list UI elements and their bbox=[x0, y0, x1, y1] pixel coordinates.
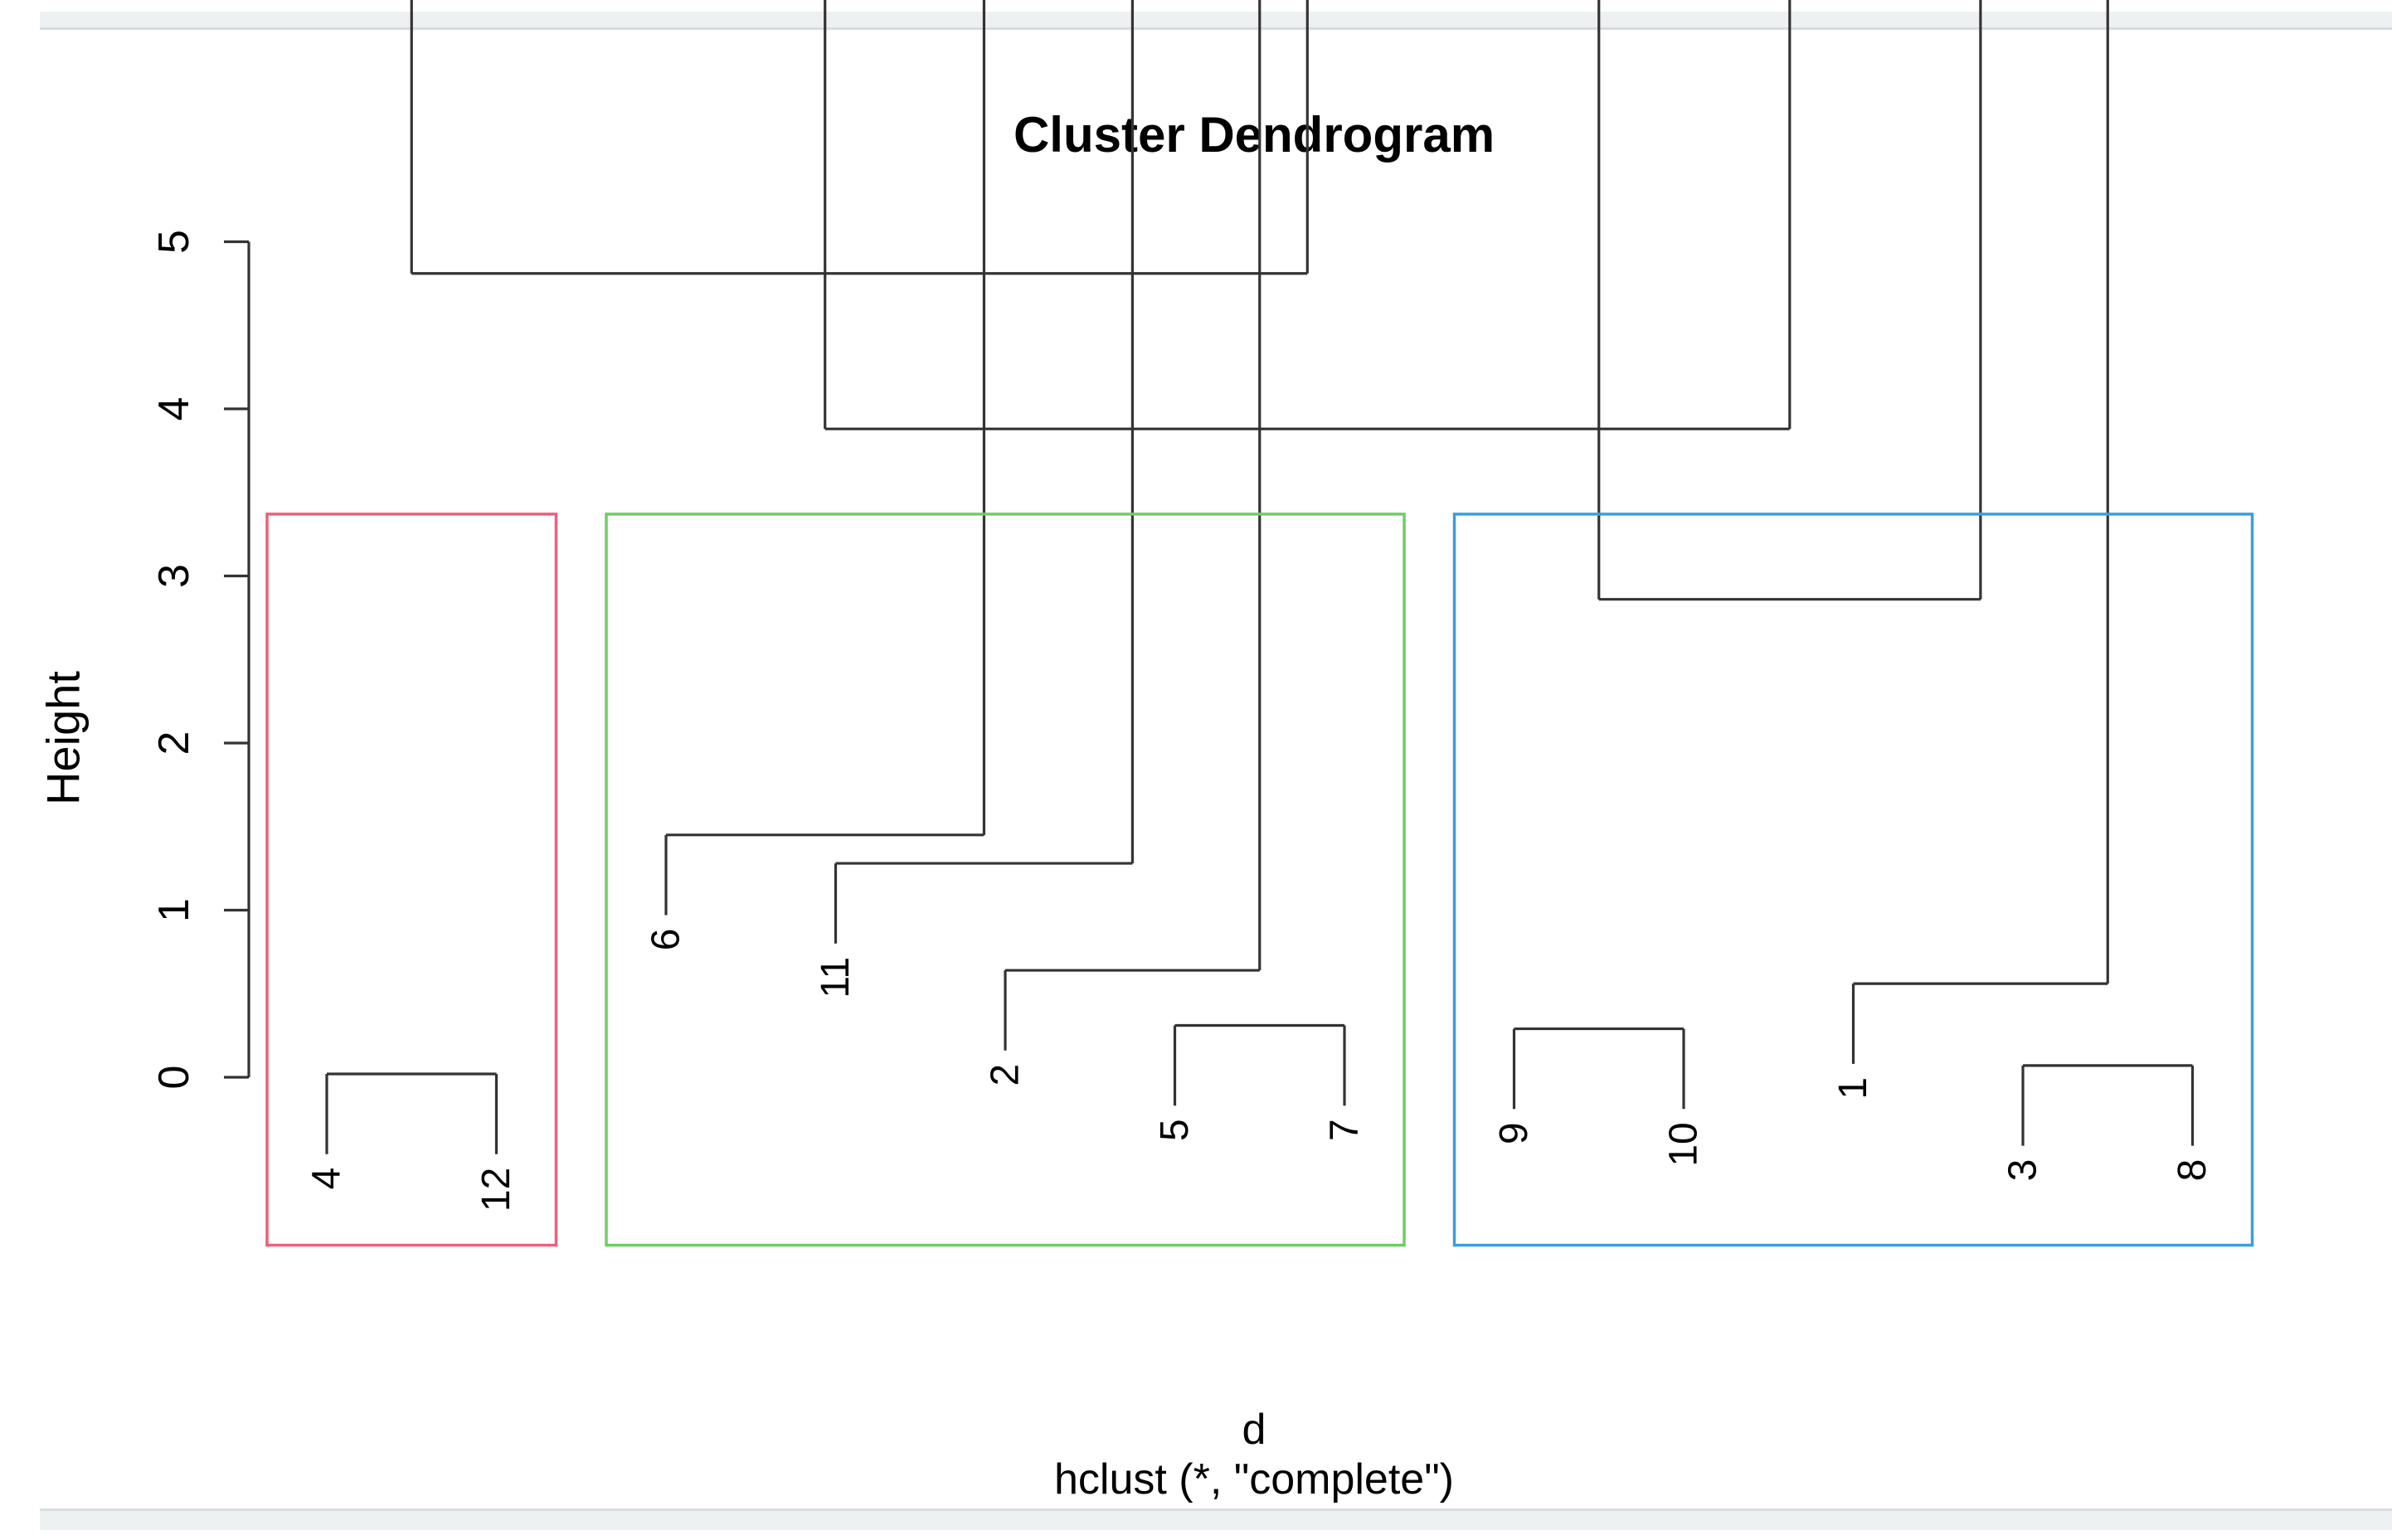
top-chrome-band bbox=[40, 12, 2392, 27]
chart-title: Cluster Dendrogram bbox=[1013, 107, 1495, 163]
leaf-label: 8 bbox=[2171, 1159, 2215, 1182]
leaf-label: 9 bbox=[1492, 1122, 1536, 1144]
leaf-label: 2 bbox=[984, 1064, 1028, 1086]
x-axis-sublabel: hclust (*, "complete") bbox=[1054, 1455, 1454, 1504]
y-axis-tick-label: 5 bbox=[150, 230, 198, 254]
x-axis-label: d bbox=[1242, 1406, 1266, 1454]
leaf-label: 4 bbox=[305, 1168, 349, 1190]
y-axis-tick-label: 2 bbox=[150, 731, 198, 755]
leaf-label: 3 bbox=[2001, 1159, 2045, 1182]
y-axis-tick-label: 1 bbox=[150, 898, 198, 922]
leaf-label: 12 bbox=[474, 1168, 518, 1212]
leaf-label: 6 bbox=[644, 929, 688, 951]
y-axis-tick-label: 3 bbox=[150, 564, 198, 588]
leaf-label: 11 bbox=[814, 957, 858, 998]
cluster-box-1 bbox=[265, 513, 558, 1247]
y-axis-tick-label: 4 bbox=[150, 397, 198, 421]
top-chrome-line bbox=[40, 27, 2392, 30]
bottom-chrome-band bbox=[40, 1511, 2392, 1530]
y-axis-tick-label: 0 bbox=[150, 1066, 198, 1090]
leaf-label: 7 bbox=[1323, 1119, 1367, 1141]
bottom-chrome-line bbox=[40, 1508, 2392, 1511]
leaf-label: 5 bbox=[1153, 1119, 1197, 1141]
cluster-box-3 bbox=[1452, 513, 2254, 1247]
cluster-box-2 bbox=[605, 513, 1406, 1247]
leaf-label: 10 bbox=[1662, 1122, 1706, 1166]
x-axis-caption: d hclust (*, "complete") bbox=[1054, 1405, 1454, 1504]
leaf-label: 1 bbox=[1831, 1077, 1875, 1100]
